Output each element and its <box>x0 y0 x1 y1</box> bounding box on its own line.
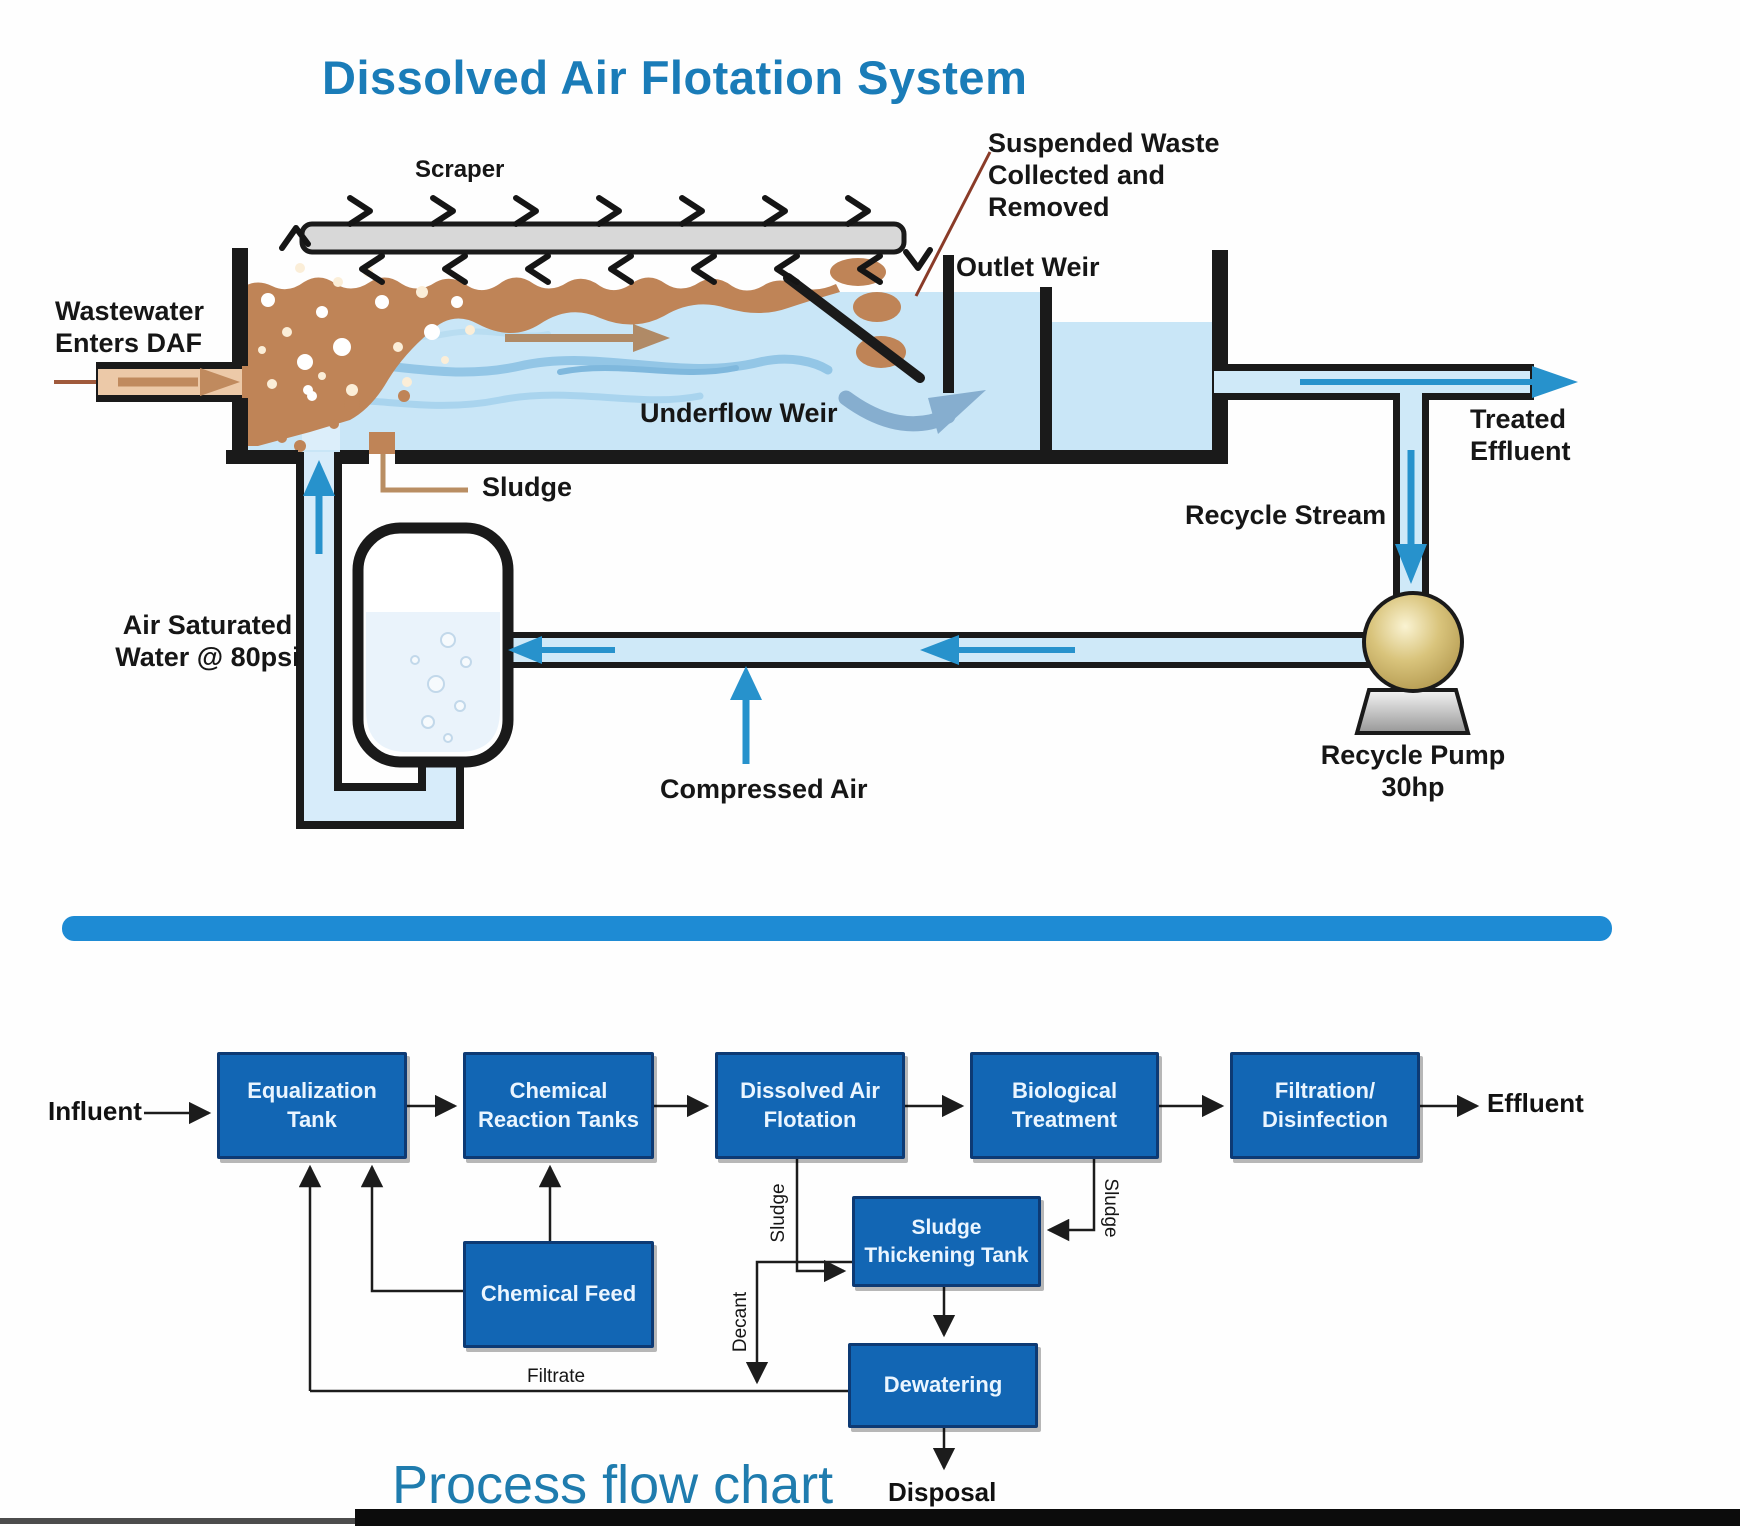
scum-flow-arrow <box>505 324 670 352</box>
daf-tank <box>226 248 1228 464</box>
underflow-weir-label: Underflow Weir <box>640 398 838 428</box>
flowbox-dissolved-air-flotation-label: Dissolved Air Flotation <box>740 1077 880 1132</box>
air-bubbles <box>258 263 475 401</box>
sludge-line-label-bio: Sludge <box>1100 1178 1121 1238</box>
flowbox-dewatering: Dewatering <box>848 1343 1038 1428</box>
annotation-lines <box>369 151 992 493</box>
suspended-waste-leader <box>914 151 992 297</box>
air-water-duct <box>296 444 464 829</box>
outlet-weir-label: Outlet Weir <box>956 252 1100 282</box>
flowbox-filtration-disinfection: Filtration/ Disinfection <box>1230 1052 1420 1159</box>
flowbox-chemical-reaction-tanks: Chemical Reaction Tanks <box>463 1052 654 1159</box>
flowchart-connectors <box>144 1094 1480 1471</box>
daf-title: Dissolved Air Flotation System <box>322 51 1028 104</box>
scraper <box>279 195 933 285</box>
compressed-air-label: Compressed Air <box>660 774 868 804</box>
hopper-plate <box>783 273 925 383</box>
disposal-label: Disposal <box>888 1477 997 1507</box>
flowbox-chemical-feed-label: Chemical Feed <box>480 1281 637 1307</box>
flowbox-dewatering-label: Dewatering <box>883 1372 1003 1398</box>
flowbox-dissolved-air-flotation: Dissolved Air Flotation <box>715 1052 905 1159</box>
sludge-drain-line <box>380 454 468 493</box>
recycle-pump-label: Recycle Pump 30hp <box>1320 740 1506 802</box>
bottom-bars <box>0 1509 1740 1526</box>
pump-sphere <box>1362 591 1464 693</box>
air-saturation-vessel <box>352 522 514 768</box>
outlet-weir-wall <box>1040 287 1052 452</box>
underflow-baffle <box>943 255 954 393</box>
air-saturated-water-label: Air Saturated Water @ 80psi <box>115 610 300 672</box>
recycle-pump <box>1354 591 1471 735</box>
flow-chart-title: Process flow chart <box>392 1455 834 1515</box>
scraper-label: Scraper <box>415 156 505 183</box>
effluent-label: Effluent <box>1487 1088 1584 1118</box>
sludge-label: Sludge <box>482 472 573 502</box>
flowbox-chemical-reaction-tanks-label: Chemical Reaction Tanks <box>478 1077 639 1132</box>
tank-walls <box>226 248 1228 464</box>
flowbox-sludge-thickening-tank: Sludge Thickening Tank <box>852 1196 1041 1287</box>
decant-line-label: Decant <box>730 1291 751 1353</box>
section-divider <box>62 916 1612 941</box>
flowbox-biological-treatment-label: Biological Treatment <box>1011 1077 1118 1132</box>
flow-arrows <box>118 366 1578 764</box>
flowbox-equalization-tank-label: Equalization Tank <box>247 1077 377 1132</box>
influent-label: Influent <box>48 1096 142 1126</box>
treated-effluent-label: Treated Effluent <box>1470 404 1571 466</box>
flowbox-equalization-tank: Equalization Tank <box>217 1052 407 1159</box>
suspended-waste-label: Suspended Waste Collected and Removed <box>988 128 1220 222</box>
flowbox-chemical-feed: Chemical Feed <box>463 1241 654 1348</box>
sludge-blanket <box>242 277 840 446</box>
pump-base <box>1354 688 1471 735</box>
flowbox-filtration-disinfection-label: Filtration/ Disinfection <box>1262 1077 1388 1132</box>
filtrate-line-label: Filtrate <box>527 1366 586 1387</box>
scraper-blades <box>279 195 933 285</box>
flowbox-sludge-thickening-tank-label: Sludge Thickening Tank <box>864 1216 1029 1267</box>
flowbox-biological-treatment: Biological Treatment <box>970 1052 1159 1159</box>
sludge-line-label-daf: Sludge <box>768 1183 789 1243</box>
wastewater-inlet-label: Wastewater Enters DAF <box>55 296 205 358</box>
recycle-stream-label: Recycle Stream <box>1185 500 1387 530</box>
